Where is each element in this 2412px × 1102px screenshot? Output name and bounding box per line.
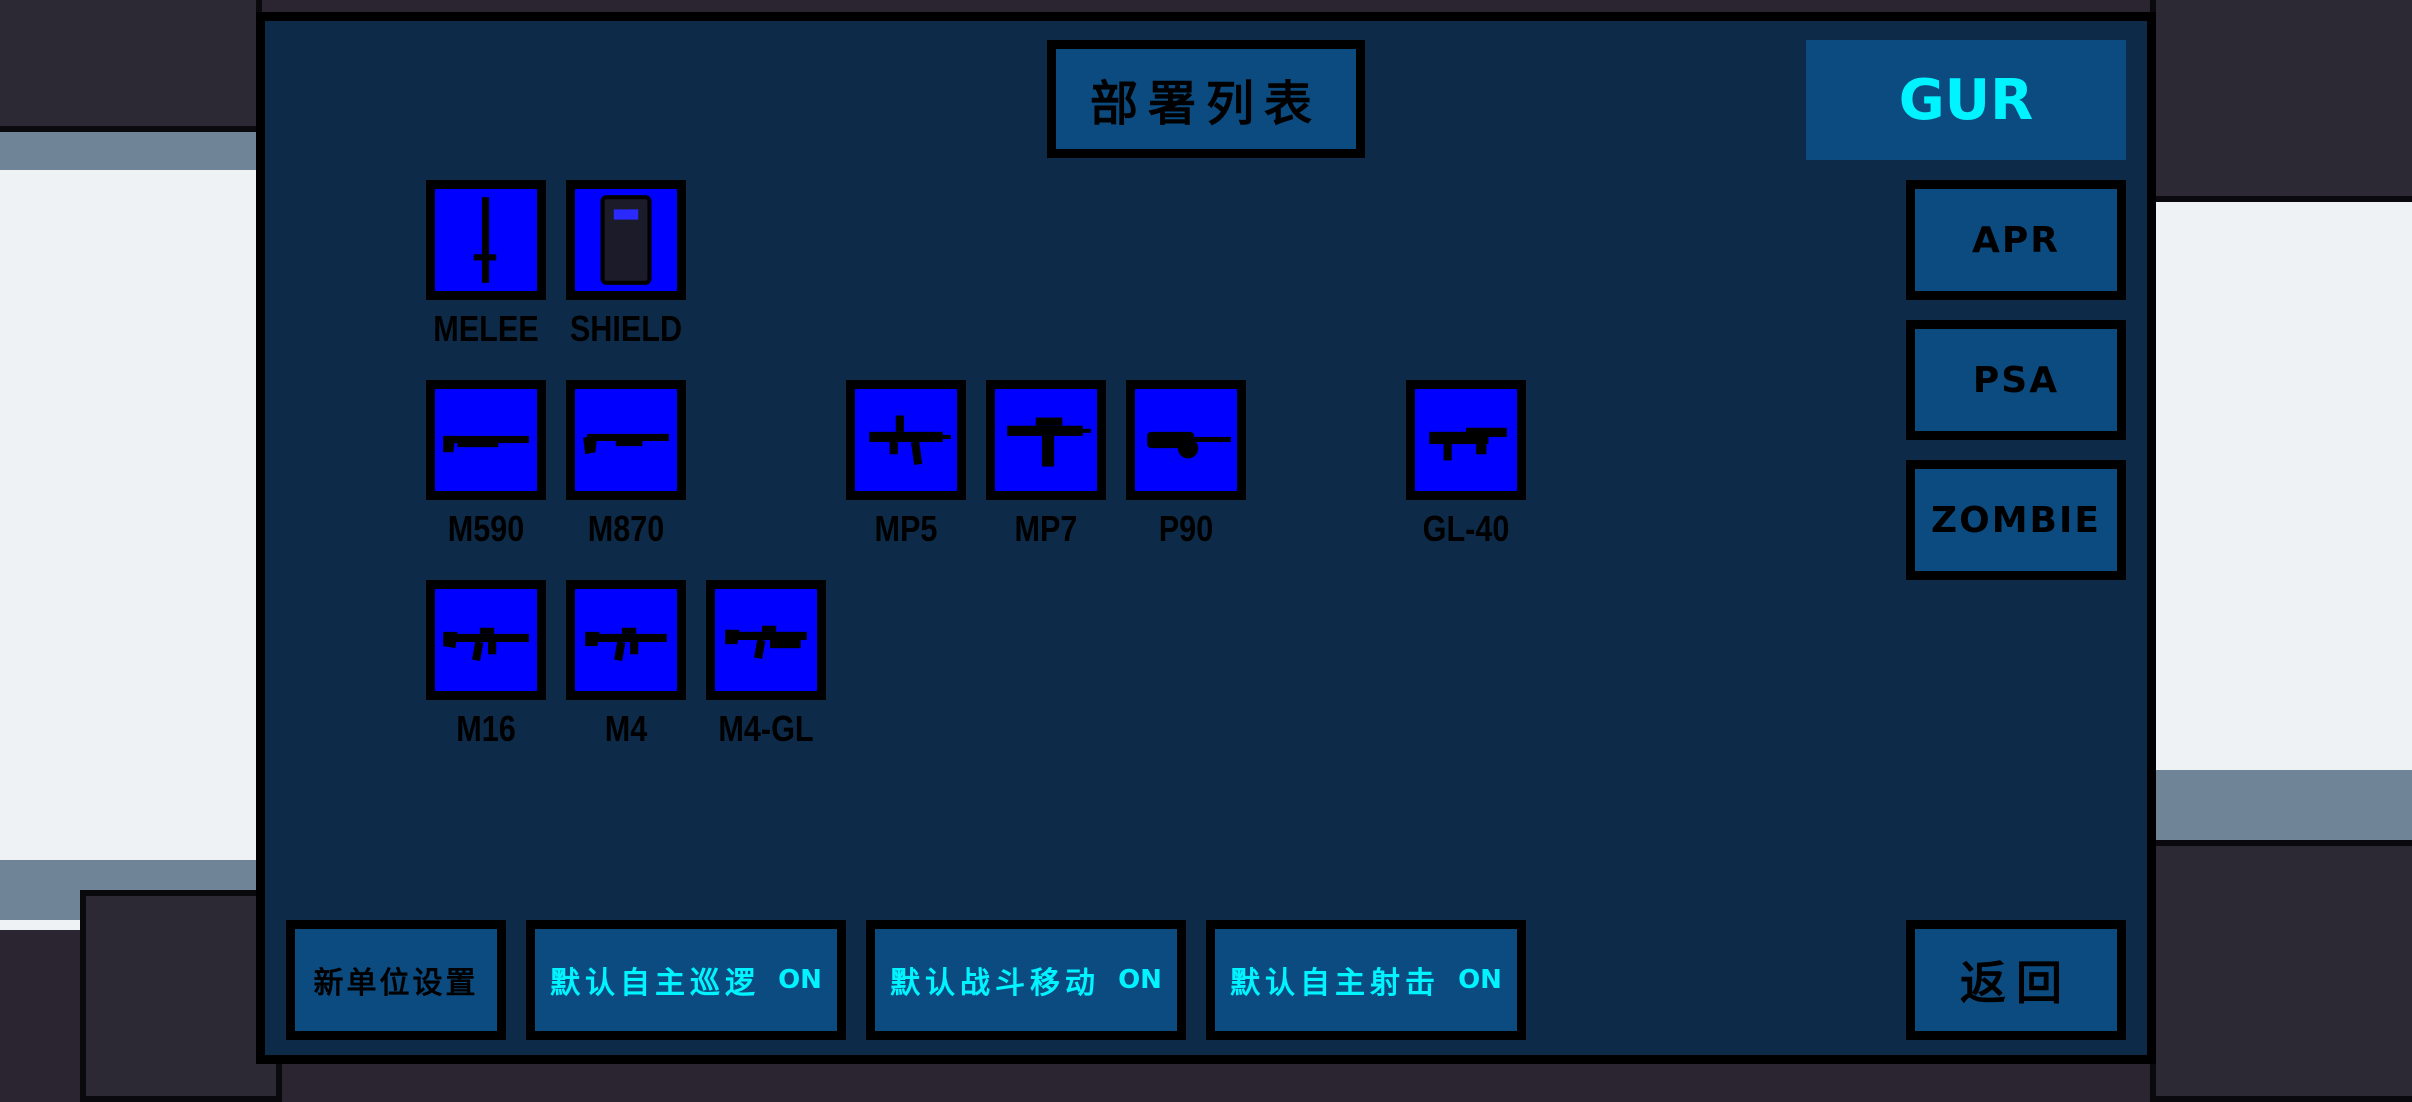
- rifle-icon: [443, 627, 529, 661]
- riot-shield-icon: [600, 195, 652, 285]
- auto-fire-label: 默认自主射击: [1230, 966, 1441, 1001]
- unit-label-m16: M16: [456, 708, 516, 749]
- unit-tile-melee[interactable]: [426, 180, 546, 300]
- background-building: [2150, 0, 2412, 202]
- background-building: [2150, 840, 2412, 1102]
- unit-tile-p90[interactable]: [1126, 380, 1246, 500]
- unit-label-m590: M590: [447, 508, 525, 549]
- back-button[interactable]: 返回: [1906, 920, 2126, 1040]
- unit-label-p90: P90: [1158, 508, 1214, 549]
- new-unit-settings-button[interactable]: 新单位设置: [286, 920, 506, 1040]
- smg-icon: [869, 415, 951, 465]
- grenade-launcher-icon: [1429, 427, 1507, 461]
- unit-label-shield: SHIELD: [569, 308, 683, 349]
- unit-tile-shield[interactable]: [566, 180, 686, 300]
- auto-fire-toggle[interactable]: 默认自主射击 ON: [1206, 920, 1526, 1040]
- faction-tab-gur[interactable]: GUR: [1806, 40, 2126, 160]
- unit-label-mp5: MP5: [874, 508, 938, 549]
- background-wall: [2150, 770, 2412, 840]
- combat-move-label: 默认战斗移动: [890, 966, 1101, 1001]
- unit-label-melee: MELEE: [433, 308, 539, 349]
- unit-tile-m870[interactable]: [566, 380, 686, 500]
- page-title: 部署列表: [1047, 40, 1365, 158]
- new-unit-settings-label: 新单位设置: [313, 966, 479, 1001]
- unit-tile-mp5[interactable]: [846, 380, 966, 500]
- combat-move-toggle[interactable]: 默认战斗移动 ON: [866, 920, 1186, 1040]
- faction-button-apr[interactable]: APR: [1906, 180, 2126, 300]
- baton-icon: [473, 197, 497, 283]
- combat-move-state: ON: [1118, 965, 1162, 995]
- unit-label-m4: M4: [604, 708, 648, 749]
- auto-patrol-toggle[interactable]: 默认自主巡逻 ON: [526, 920, 846, 1040]
- unit-tile-m590[interactable]: [426, 380, 546, 500]
- unit-tile-m4gl[interactable]: [706, 580, 826, 700]
- background-building: [0, 0, 262, 132]
- unit-label-m870: M870: [587, 508, 665, 549]
- unit-label-mp7: MP7: [1014, 508, 1078, 549]
- unit-tile-mp7[interactable]: [986, 380, 1106, 500]
- auto-fire-state: ON: [1458, 965, 1502, 995]
- unit-label-gl40: GL-40: [1422, 508, 1510, 549]
- unit-tile-gl40[interactable]: [1406, 380, 1526, 500]
- faction-button-psa[interactable]: PSA: [1906, 320, 2126, 440]
- auto-patrol-label: 默认自主巡逻: [550, 966, 761, 1001]
- smg-bullpup-icon: [1147, 431, 1231, 459]
- unit-tile-m16[interactable]: [426, 580, 546, 700]
- unit-tile-m4[interactable]: [566, 580, 686, 700]
- unit-label-m4gl: M4-GL: [718, 708, 814, 749]
- auto-patrol-state: ON: [778, 965, 822, 995]
- rifle-icon: [585, 627, 667, 661]
- faction-button-zombie[interactable]: ZOMBIE: [1906, 460, 2126, 580]
- background-building: [80, 890, 282, 1102]
- smg-icon: [1007, 417, 1091, 467]
- shotgun-icon: [443, 435, 529, 453]
- shotgun-icon: [583, 433, 669, 455]
- back-label: 返回: [1960, 956, 2072, 1010]
- rifle-launcher-icon: [725, 625, 807, 659]
